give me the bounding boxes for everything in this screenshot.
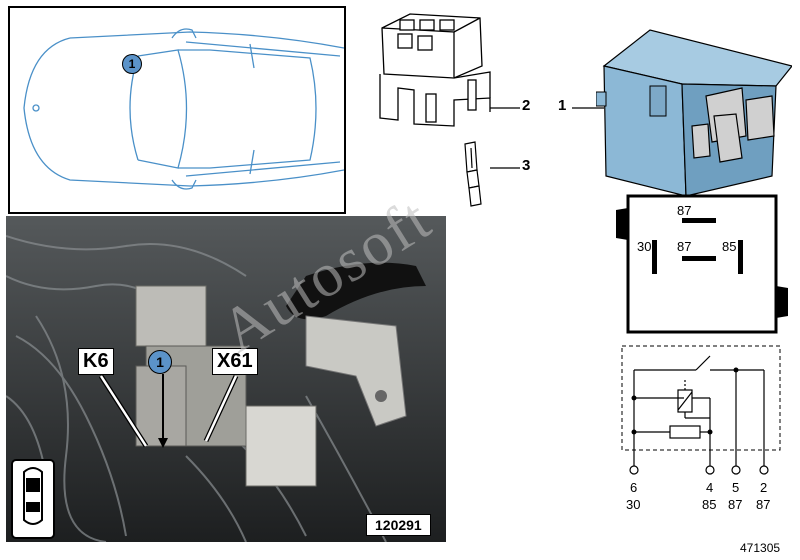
leader-line-1	[572, 107, 604, 109]
schematic-pin-5-terminal: 87	[728, 497, 743, 512]
pin-label-right: 85	[722, 239, 737, 254]
engine-bay-photo: K6 1 X61 120291	[6, 216, 446, 542]
relay-drawing	[596, 29, 792, 197]
car-overview-panel: 1	[8, 6, 346, 214]
schematic-pin-5-number: 5	[732, 480, 740, 495]
pin-85	[738, 240, 743, 274]
schematic-terminal-2	[759, 465, 769, 475]
leader-line-2	[490, 107, 520, 109]
schematic-pin-6-terminal: 30	[626, 497, 641, 512]
callout-relay: 1	[558, 97, 567, 114]
photo-ref-number: 120291	[366, 514, 431, 536]
car-outline	[23, 28, 345, 190]
pin-87-top	[682, 218, 716, 223]
car-location-badge: 1	[122, 54, 142, 74]
relay-schematic	[621, 345, 781, 475]
schematic-pin-4-terminal: 85	[702, 497, 717, 512]
schematic-terminal-4	[705, 465, 715, 475]
relay-pin-face	[616, 194, 788, 334]
schematic-pin-2-number: 2	[760, 480, 768, 495]
label-x61: X61	[212, 348, 258, 375]
photo-location-badge: 1	[148, 350, 172, 374]
pin-87-center	[682, 256, 716, 261]
schematic-terminal-6	[629, 465, 639, 475]
schematic-pin-4-number: 4	[706, 480, 714, 495]
schematic-pin-6-number: 6	[630, 480, 638, 495]
pin-label-top: 87	[677, 203, 692, 218]
pin-label-left: 30	[637, 239, 652, 254]
callout-terminal: 3	[522, 157, 531, 174]
pin-30	[652, 240, 657, 274]
pin-label-center: 87	[677, 239, 692, 254]
leader-line-3	[490, 167, 520, 169]
diagram-ref-number: 471305	[740, 541, 781, 555]
terminal-drawing	[464, 141, 482, 207]
schematic-pin-2-terminal: 87	[756, 497, 771, 512]
car-location-icon	[11, 459, 55, 539]
callout-holder: 2	[522, 97, 531, 114]
schematic-terminal-5	[731, 465, 741, 475]
relay-holder-drawing	[379, 13, 491, 127]
label-k6: K6	[78, 348, 114, 375]
